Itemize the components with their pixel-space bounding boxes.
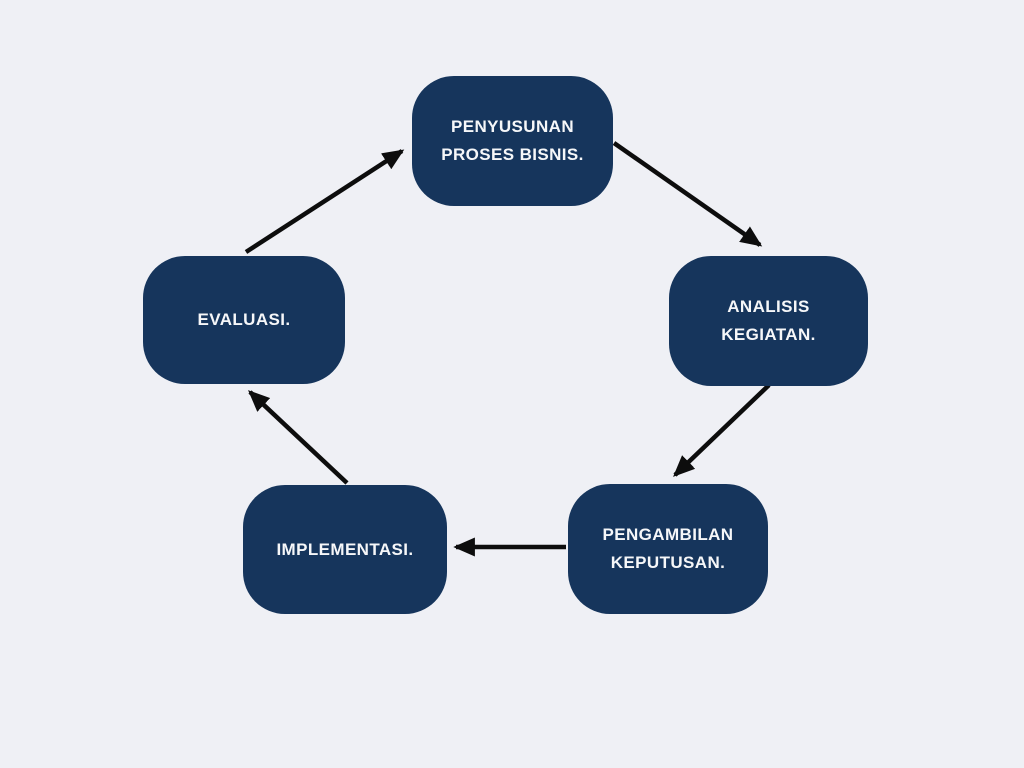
arrow-evaluasi-to-penyusunan <box>244 149 405 254</box>
arrow-penyusunan-to-analisis <box>612 141 763 247</box>
node-implementasi-label: IMPLEMENTASI. <box>276 539 414 559</box>
node-evaluasi[interactable]: EVALUASI. <box>143 256 345 384</box>
node-penyusunan-label: PENYUSUNAN PROSES BISNIS. <box>441 117 584 164</box>
node-evaluasi-label: EVALUASI. <box>197 310 291 329</box>
node-penyusunan-proses-bisnis[interactable]: PENYUSUNAN PROSES BISNIS. <box>412 76 613 206</box>
arrow-analisis-to-pengambilan <box>673 383 771 477</box>
arrow-implementasi-to-evaluasi <box>248 390 349 485</box>
node-pengambilan-label: PENGAMBILAN KEPUTUSAN. <box>602 525 734 572</box>
node-analisis-label: ANALISIS KEGIATAN. <box>721 297 816 344</box>
node-implementasi[interactable]: IMPLEMENTASI. <box>243 485 447 614</box>
node-pengambilan-keputusan[interactable]: PENGAMBILAN KEPUTUSAN. <box>568 484 768 614</box>
node-analisis-kegiatan[interactable]: ANALISIS KEGIATAN. <box>669 256 868 386</box>
